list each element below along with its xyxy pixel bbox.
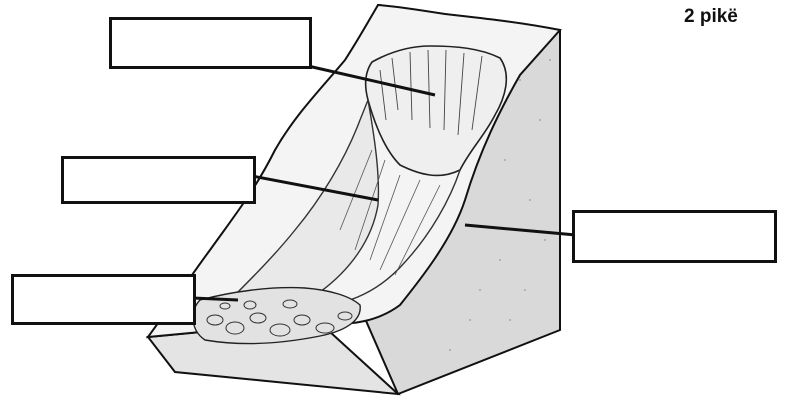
leader-line-bottom	[193, 298, 238, 300]
label-box-right[interactable]	[572, 210, 777, 263]
label-box-top[interactable]	[109, 17, 312, 69]
score-label: 2 pikë	[684, 6, 738, 28]
label-box-middle[interactable]	[61, 156, 256, 204]
label-box-bottom[interactable]	[11, 274, 196, 325]
